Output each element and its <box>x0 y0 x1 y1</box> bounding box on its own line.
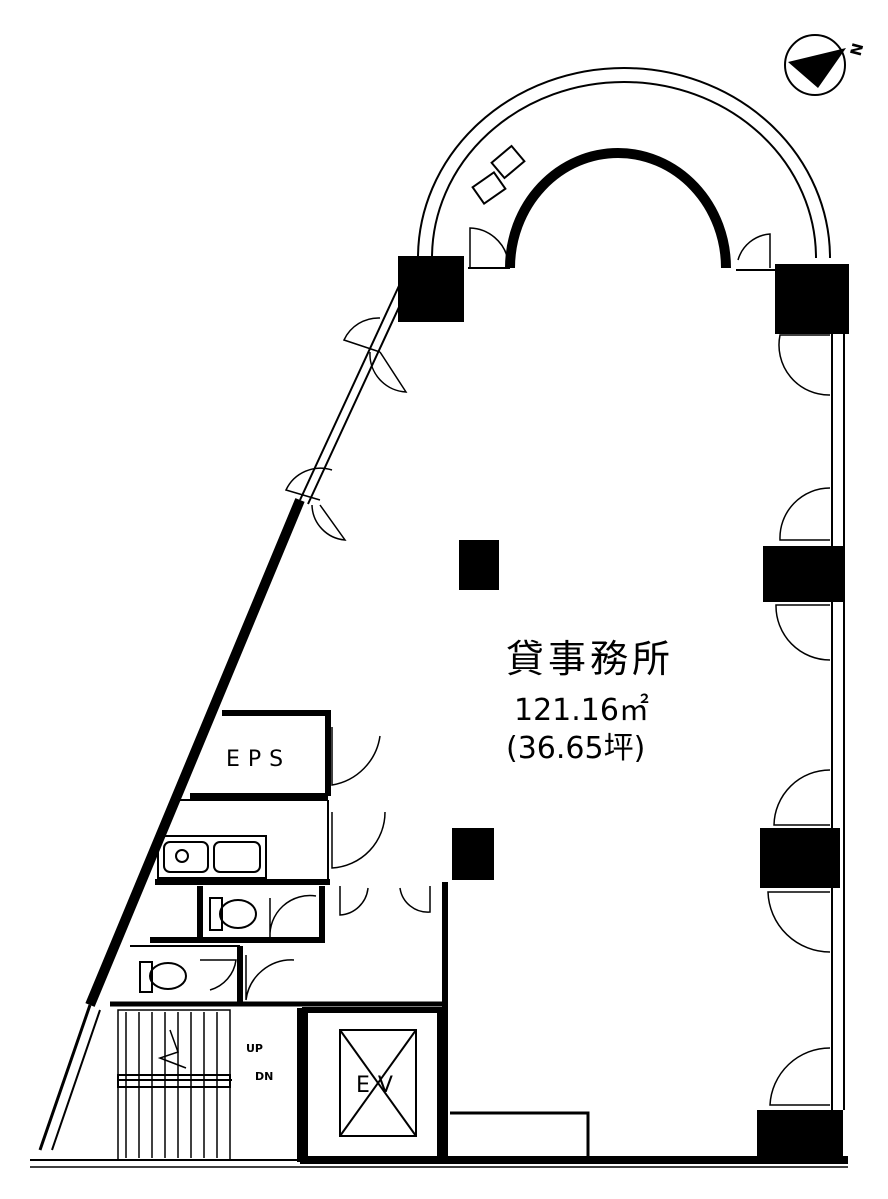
eps-label: EPS <box>226 747 291 772</box>
column <box>760 828 840 888</box>
column <box>452 828 494 880</box>
office-area: 121.16㎡ <box>514 693 649 728</box>
toilet <box>139 961 153 993</box>
stairs <box>117 1009 232 1161</box>
compass-label: N <box>847 41 868 58</box>
column <box>775 264 849 334</box>
stair-up-label: UP <box>246 1042 263 1055</box>
arch-bay <box>417 67 831 271</box>
fixtures <box>139 835 267 993</box>
interior-walls <box>110 710 590 1163</box>
toilet <box>209 897 223 931</box>
column <box>398 256 464 322</box>
window-swings <box>284 317 831 1106</box>
stair-dn-label: DN <box>255 1070 273 1083</box>
elevator-car <box>339 1029 417 1137</box>
office-tsubo: (36.65坪) <box>506 731 645 766</box>
office-title: 貸事務所 <box>506 637 674 681</box>
column <box>459 540 499 590</box>
north-arrow-icon: N <box>784 34 868 96</box>
column <box>763 546 843 602</box>
columns <box>398 256 849 1162</box>
room-doors <box>200 727 431 1001</box>
column <box>757 1110 843 1162</box>
ev-label: EV <box>356 1073 401 1098</box>
sink <box>157 835 267 879</box>
